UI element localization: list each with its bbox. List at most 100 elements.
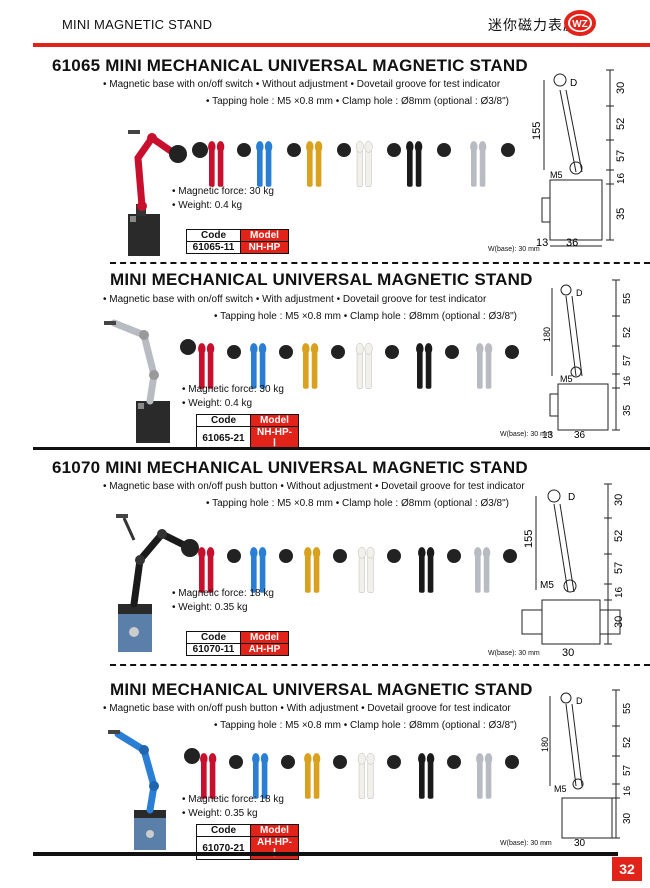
- svg-text:30: 30: [613, 616, 625, 628]
- section-2-wbase: W(base): 30 mm: [500, 431, 552, 438]
- section-3-features-line2: • Tapping hole : M5 ×0.8 mm • Clamp hole…: [206, 498, 510, 509]
- svg-text:16: 16: [616, 172, 627, 184]
- section-3-arm-colors: [198, 546, 517, 594]
- svg-text:D: D: [576, 696, 583, 706]
- model-header: Model: [240, 229, 289, 242]
- svg-text:M5: M5: [550, 170, 563, 180]
- section-2-magnetic-force: • Magnetic force: 30 kg: [182, 384, 284, 395]
- section-4-wbase: W(base): 30 mm: [500, 840, 552, 847]
- model-value: AH-HP- Ⅰ: [250, 836, 299, 860]
- svg-text:55: 55: [622, 702, 633, 714]
- page-number: 32: [612, 857, 642, 881]
- svg-text:35: 35: [615, 208, 627, 220]
- section-4-magnetic-force: • Magnetic force: 18 kg: [182, 794, 284, 805]
- svg-text:13: 13: [542, 430, 554, 438]
- svg-text:155: 155: [523, 530, 535, 548]
- section-4-arm-colors: [200, 752, 519, 800]
- svg-text:35: 35: [622, 404, 633, 416]
- section-3-weight: • Weight: 0.35 kg: [172, 602, 248, 613]
- section-3-features-line1: • Magnetic base with on/off push button …: [103, 481, 525, 492]
- section-1-wbase: W(base): 30 mm: [488, 246, 540, 253]
- section-divider-1: [110, 262, 650, 264]
- section-4-features-line2: • Tapping hole : M5 ×0.8 mm • Clamp hole…: [214, 720, 518, 731]
- svg-text:30: 30: [613, 494, 625, 506]
- section-2-title: MINI MECHANICAL UNIVERSAL MAGNETIC STAND: [110, 270, 533, 289]
- svg-text:13: 13: [536, 237, 548, 249]
- svg-text:16: 16: [614, 586, 625, 598]
- code-header: Code: [196, 824, 251, 837]
- svg-text:M5: M5: [540, 580, 554, 591]
- svg-text:55: 55: [622, 292, 633, 304]
- page-header-chinese-title: 迷你磁力表座: [488, 18, 578, 34]
- section-break-rule: [33, 447, 650, 450]
- model-value: NH-HP: [240, 241, 289, 254]
- code-header: Code: [186, 229, 241, 242]
- model-value: AH-HP: [240, 643, 289, 656]
- section-1-weight: • Weight: 0.4 kg: [172, 200, 243, 211]
- section-1-code-table: Code Model 61065-11 NH-HP: [186, 229, 289, 254]
- svg-text:30: 30: [574, 838, 586, 848]
- section-2-stand-photo: [104, 319, 196, 443]
- section-2-arm-colors: [198, 342, 519, 390]
- section-3-magnetic-force: • Magnetic force: 18 kg: [172, 588, 274, 599]
- svg-text:57: 57: [613, 562, 625, 574]
- code-value: 61065-11: [186, 241, 241, 254]
- section-1-arm-colors: [192, 140, 515, 188]
- section-3-wbase: W(base): 30 mm: [488, 650, 540, 657]
- svg-text:180: 180: [542, 327, 552, 342]
- code-header: Code: [196, 414, 251, 427]
- section-2-weight: • Weight: 0.4 kg: [182, 398, 253, 409]
- svg-text:52: 52: [613, 530, 625, 542]
- svg-text:16: 16: [622, 786, 632, 796]
- model-header: Model: [240, 631, 289, 644]
- section-4-features-line1: • Magnetic base with on/off push button …: [103, 703, 511, 714]
- section-1-features-line1: • Magnetic base with on/off switch • Wit…: [103, 79, 501, 90]
- section-4-title: MINI MECHANICAL UNIVERSAL MAGNETIC STAND: [110, 680, 533, 699]
- header-rule: [33, 43, 650, 47]
- svg-text:155: 155: [531, 122, 543, 140]
- section-3-stand-photo: [116, 514, 199, 652]
- svg-text:36: 36: [574, 430, 586, 438]
- section-1-dimension-drawing: D M5 155 30 52 57 16 35 13 36: [531, 69, 627, 249]
- footer-rule: [33, 852, 618, 856]
- svg-text:30: 30: [622, 812, 633, 824]
- svg-text:57: 57: [622, 764, 633, 776]
- svg-text:D: D: [570, 78, 577, 89]
- svg-text:M5: M5: [560, 374, 573, 384]
- wz-logo-icon: WZ: [564, 10, 596, 36]
- svg-text:D: D: [576, 288, 583, 298]
- section-1-magnetic-force: • Magnetic force: 30 kg: [172, 186, 274, 197]
- model-value: NH-HP- Ⅰ: [250, 426, 299, 450]
- section-3-title: 61070 MINI MECHANICAL UNIVERSAL MAGNETIC…: [52, 458, 528, 477]
- section-3-code-table: Code Model 61070-11 AH-HP: [186, 631, 289, 656]
- section-1-stand-photo: [128, 130, 187, 256]
- section-2-dimension-drawing: D M5 180 55 52 57 16 35 13 36: [542, 279, 633, 438]
- section-4-dimension-drawing: D M5 180 55 52 57 16 30 30: [540, 689, 633, 848]
- svg-text:30: 30: [562, 647, 574, 658]
- svg-text:16: 16: [622, 376, 632, 386]
- code-value: 61070-21: [196, 836, 251, 860]
- model-header: Model: [250, 824, 299, 837]
- svg-text:D: D: [568, 492, 575, 503]
- svg-text:36: 36: [566, 237, 578, 249]
- section-divider-2: [110, 664, 650, 666]
- svg-text:30: 30: [615, 82, 627, 94]
- section-2-code-table: Code Model 61065-21 NH-HP- Ⅰ: [196, 414, 299, 450]
- svg-text:M5: M5: [554, 784, 567, 794]
- code-header: Code: [186, 631, 241, 644]
- svg-text:52: 52: [615, 118, 627, 130]
- section-2-features-line1: • Magnetic base with on/off switch • Wit…: [103, 294, 487, 305]
- section-2-features-line2: • Tapping hole : M5 ×0.8 mm • Clamp hole…: [214, 311, 518, 322]
- svg-text:180: 180: [540, 737, 550, 752]
- section-1-features-line2: • Tapping hole : M5 ×0.8 mm • Clamp hole…: [206, 96, 510, 107]
- section-4-weight: • Weight: 0.35 kg: [182, 808, 258, 819]
- svg-text:57: 57: [622, 354, 633, 366]
- page-header-title: MINI MAGNETIC STAND: [62, 17, 213, 32]
- logo-text: WZ: [572, 19, 588, 30]
- section-3-dimension-drawing: D M5 155 30 52 57 16 30 30: [521, 483, 625, 658]
- svg-text:52: 52: [622, 736, 633, 748]
- code-value: 61070-11: [186, 643, 241, 656]
- section-4-stand-photo: [108, 730, 200, 850]
- section-1-title: 61065 MINI MECHANICAL UNIVERSAL MAGNETIC…: [52, 56, 528, 75]
- svg-text:52: 52: [622, 326, 633, 338]
